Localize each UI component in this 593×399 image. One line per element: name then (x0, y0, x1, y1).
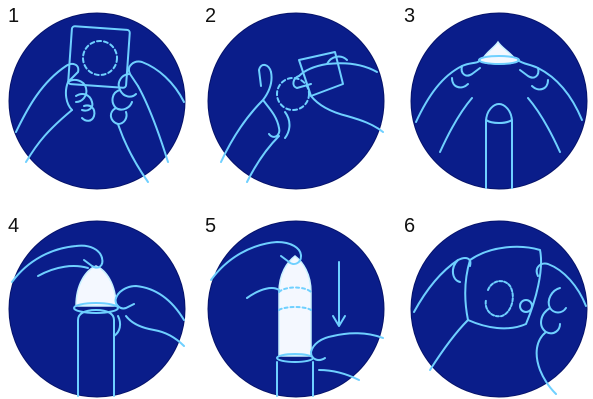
roll-condom-down-illustration (207, 220, 385, 398)
remove-condom-from-wrapper-illustration (207, 12, 385, 190)
pinch-condom-tip-illustration (410, 12, 588, 190)
step-1-panel (8, 12, 186, 190)
step-5-panel (207, 220, 385, 398)
step-4-panel (8, 220, 186, 398)
place-condom-on-tip-illustration (8, 220, 186, 398)
step-3-panel (410, 12, 588, 190)
step-6-panel (410, 220, 588, 398)
step-2-panel (207, 12, 385, 190)
remove-and-discard-condom-illustration (410, 220, 588, 398)
open-condom-wrapper-illustration (8, 12, 186, 190)
